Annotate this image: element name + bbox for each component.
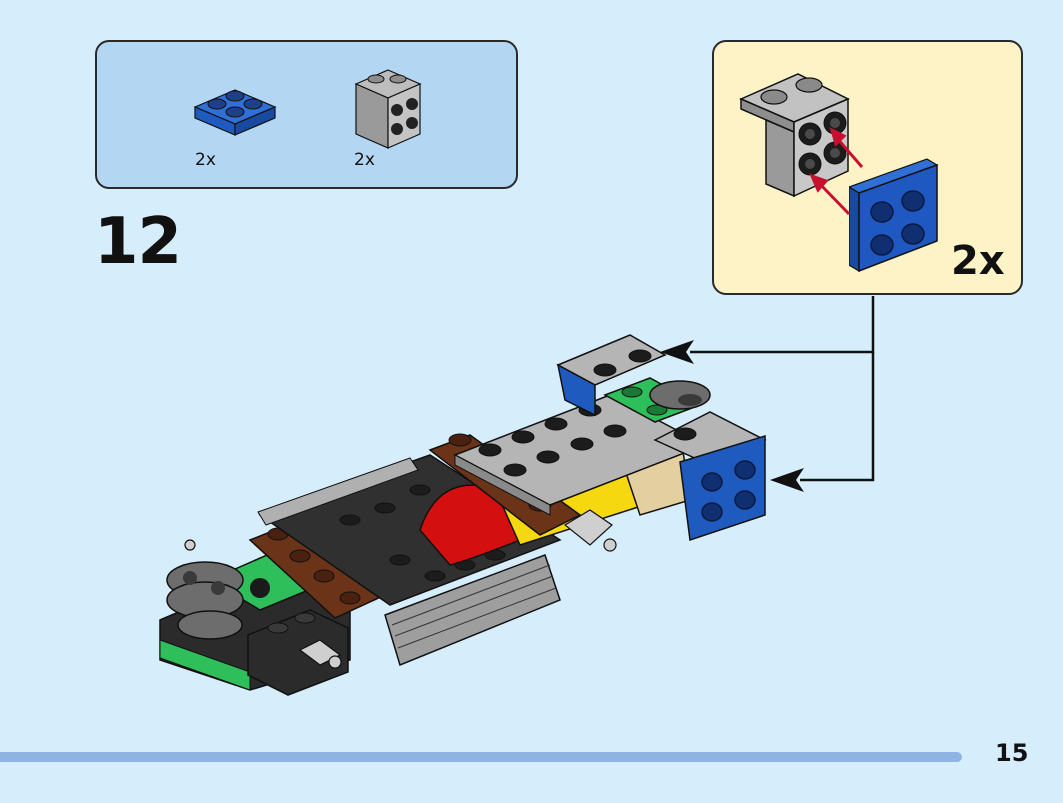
blue-plate-detail-icon bbox=[849, 158, 939, 272]
gray-bracket-quantity: 2x bbox=[354, 150, 375, 170]
page-number: 15 bbox=[995, 739, 1029, 767]
sub-assembly-callout: 2x bbox=[712, 40, 1023, 295]
attach-arrows-icon bbox=[809, 127, 864, 216]
callout-arrow-lower-icon bbox=[770, 468, 804, 492]
step-number: 12 bbox=[94, 205, 182, 279]
gray-bracket-detail-icon bbox=[739, 73, 850, 198]
sub-assembly-quantity: 2x bbox=[951, 238, 1005, 284]
parts-list-box: 2x 2x bbox=[95, 40, 518, 189]
blue-plate-quantity: 2x bbox=[195, 150, 216, 170]
progress-bar bbox=[0, 752, 962, 762]
callout-arrow-upper-icon bbox=[660, 340, 694, 364]
gray-bracket-2x2-icon bbox=[354, 69, 422, 149]
blue-plate-2x2-icon bbox=[193, 89, 277, 136]
